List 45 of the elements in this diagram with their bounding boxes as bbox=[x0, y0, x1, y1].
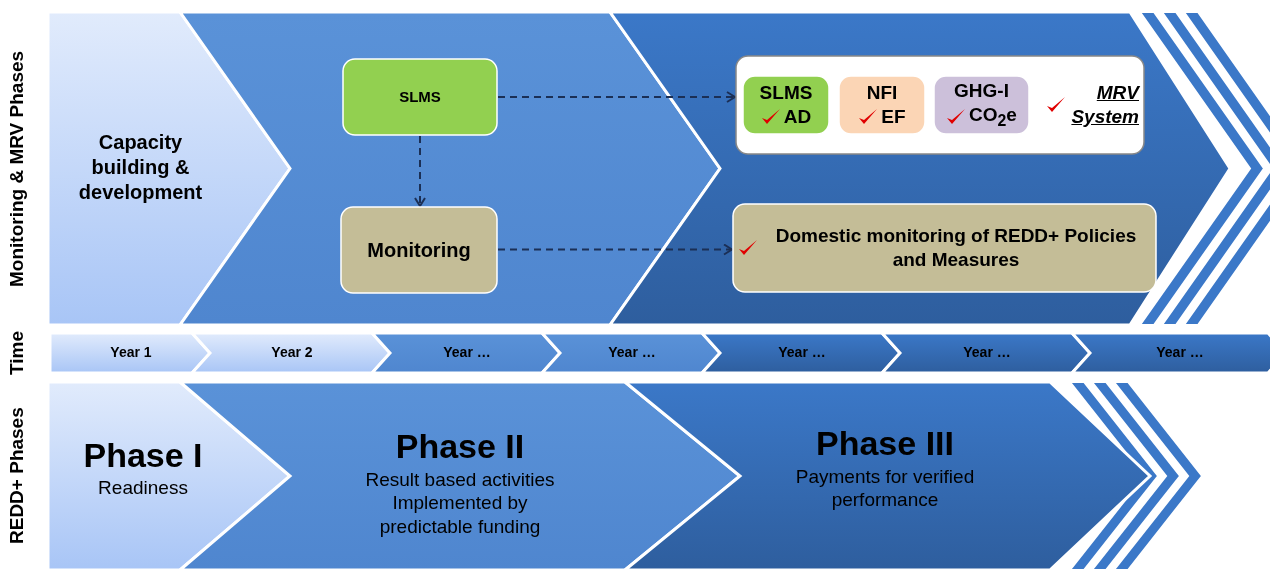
heading-text: GHG-I bbox=[954, 79, 1009, 104]
stage-panel bbox=[48, 12, 290, 325]
year-segment bbox=[192, 333, 390, 373]
label-text: CO$_{2}$e bbox=[969, 103, 1017, 131]
label-text: EF bbox=[881, 105, 906, 129]
row-label: Time bbox=[6, 333, 28, 373]
stage-panel bbox=[610, 12, 1230, 325]
label-text: Year … bbox=[1156, 344, 1204, 362]
heading-text: Phase I bbox=[83, 434, 203, 476]
component-box bbox=[933, 75, 1030, 135]
component-box bbox=[742, 75, 830, 135]
process-box bbox=[342, 58, 498, 136]
row-label: Monitoring & MRV Phases bbox=[6, 49, 28, 289]
row-label: REDD+ Phases bbox=[6, 406, 28, 547]
heading-text: SLMS bbox=[759, 81, 813, 105]
process-box bbox=[732, 203, 1157, 293]
year-segment bbox=[50, 333, 210, 373]
year-segment bbox=[372, 333, 560, 373]
arrow bbox=[497, 243, 733, 256]
heading-text: Phase II bbox=[395, 426, 525, 468]
label-text: Year … bbox=[778, 344, 826, 362]
label-text: Year 2 bbox=[271, 344, 313, 362]
process-box bbox=[340, 206, 498, 294]
year-segment bbox=[882, 333, 1090, 373]
year-segment bbox=[542, 333, 720, 373]
system-panel bbox=[735, 55, 1145, 155]
year-segment bbox=[1072, 333, 1270, 373]
year-segment bbox=[702, 333, 900, 373]
component-box bbox=[838, 75, 926, 135]
label-text: Year … bbox=[608, 344, 656, 362]
label-text: Year … bbox=[963, 344, 1011, 362]
label-text: SLMS bbox=[399, 87, 441, 107]
label-text: AD bbox=[783, 105, 812, 129]
label-text: MRV System bbox=[1070, 81, 1139, 129]
label-text: Result based activities Implemented by predictable funding bbox=[364, 467, 556, 539]
phase-panel bbox=[48, 382, 290, 570]
label-text: Readiness bbox=[98, 476, 188, 501]
arrow bbox=[497, 91, 736, 103]
heading-text: NFI bbox=[866, 81, 898, 105]
label-text: Capacity building & development bbox=[77, 129, 204, 205]
label-text: Year … bbox=[443, 344, 491, 362]
label-text: Year 1 bbox=[110, 344, 152, 362]
label-text: Monitoring bbox=[367, 237, 471, 263]
label-text: Domestic monitoring of REDD+ Policies and Measures bbox=[774, 224, 1138, 272]
arrow bbox=[414, 135, 426, 207]
